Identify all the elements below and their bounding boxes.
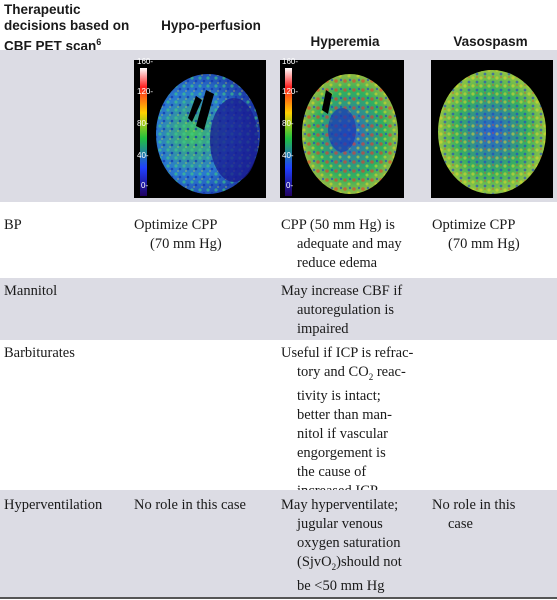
hv-line3: oxygen saturation (297, 535, 401, 551)
bp-vaso-line2: (70 mm Hg) (448, 236, 520, 252)
bp-hypo-line2: (70 mm Hg) (150, 236, 222, 252)
hv-line5: be <50 mm Hg (297, 577, 385, 594)
tick-40: 40- (137, 151, 149, 160)
row-bp: BP Optimize CPP (70 mm Hg) CPP (50 mm Hg… (0, 202, 557, 278)
mannitol-line2: autoregulation is (297, 302, 395, 318)
hv-vaso-line2: case (448, 516, 473, 532)
row-hyperventilation-hyperemia: May hyperventilate; jugular venous oxyge… (281, 496, 431, 596)
tick-160-b: 160- (282, 57, 299, 66)
row-hyperventilation-hypoperfusion: No role in this case (134, 496, 279, 515)
mannitol-line1: May increase CBF if (281, 283, 403, 299)
hv-sjvo: (SjvO (297, 554, 332, 570)
header-vasospasm: Vasospasm (453, 34, 528, 49)
row-bp-hyperemia: CPP (50 mm Hg) is adequate and may reduc… (281, 216, 431, 273)
tick-80-b: 80- (282, 119, 294, 128)
row-hyperventilation-vasospasm: No role in this case (432, 496, 557, 534)
row-mannitol-label: Mannitol (4, 283, 58, 299)
hv-line4: (SjvO2)should not (281, 553, 431, 577)
bp-hyper-line3: reduce edema (297, 255, 378, 271)
row-mannitol-hyperemia: May increase CBF if autoregulation is im… (281, 282, 431, 339)
row-bp-vasospasm: Optimize CPP (70 mm Hg) (432, 216, 557, 254)
barb-co: tory and CO (297, 364, 369, 380)
header-col1: Therapeutic decisions based on CBF PET s… (4, 2, 132, 55)
tick-0: 0- (141, 181, 149, 190)
barb-line5: nitol if vascular (297, 425, 389, 442)
bp-hyper-line2: adequate and may (297, 236, 402, 252)
hv-line2: jugular venous (297, 516, 383, 532)
barb-line7: the cause of (297, 463, 367, 480)
bp-hyper-line1: CPP (50 mm Hg) is (281, 217, 395, 233)
pet-scan-vasospasm (431, 60, 553, 198)
row-hyperventilation-label: Hyperventilation (4, 497, 103, 513)
tick-120-b: 120- (282, 87, 299, 96)
hv-should: )should not (336, 554, 402, 570)
row-barbiturates-label: Barbiturates (4, 345, 75, 361)
barb-reac: reac- (373, 364, 406, 380)
row-barbiturates: Barbiturates Useful if ICP is refrac- to… (0, 340, 557, 499)
row-bp-hypoperfusion: Optimize CPP (70 mm Hg) (134, 216, 274, 254)
barb-line2: tory and CO2 reac- (281, 363, 431, 387)
bp-vaso-line1: Optimize CPP (432, 217, 516, 233)
barb-line6: engorgement is (297, 444, 386, 461)
tick-80: 80- (137, 119, 149, 128)
mannitol-line3: impaired (297, 321, 349, 337)
hv-vaso-line1: No role in this (432, 497, 516, 513)
hv-hypo-line1: No role in this case (134, 497, 246, 513)
hv-sjvo-sub: 2 (331, 561, 337, 572)
row-hyperventilation: Hyperventilation No role in this case Ma… (0, 490, 557, 597)
bp-hypo-line1: Optimize CPP (134, 217, 218, 233)
barb-line4: better than man- (297, 406, 393, 423)
barb-co-sub: 2 (368, 371, 374, 382)
header-hyperemia: Hyperemia (310, 34, 380, 49)
tick-0-b: 0- (286, 181, 294, 190)
header-col1-sup: 6 (96, 37, 102, 47)
header-hypoperfusion: Hypo-perfusion (161, 18, 261, 33)
header-col1-text: Therapeutic decisions based on CBF PET s… (4, 2, 130, 54)
barb-line1: Useful if ICP is refrac- (281, 345, 414, 361)
tick-160: 160- (137, 57, 154, 66)
header-row: Therapeutic decisions based on CBF PET s… (0, 0, 557, 60)
row-barbiturates-hyperemia: Useful if ICP is refrac- tory and CO2 re… (281, 344, 431, 501)
table-bottom-rule (0, 597, 557, 599)
tick-40-b: 40- (282, 151, 294, 160)
hv-line1: May hyperventilate; (281, 497, 399, 513)
row-bp-label: BP (4, 217, 22, 233)
pet-scan-hyperemia (280, 60, 404, 198)
pet-scan-hypoperfusion (134, 60, 266, 198)
barb-line3: tivity is intact; (297, 387, 381, 404)
tick-120: 120- (137, 87, 154, 96)
row-mannitol: Mannitol May increase CBF if autoregulat… (0, 278, 557, 340)
